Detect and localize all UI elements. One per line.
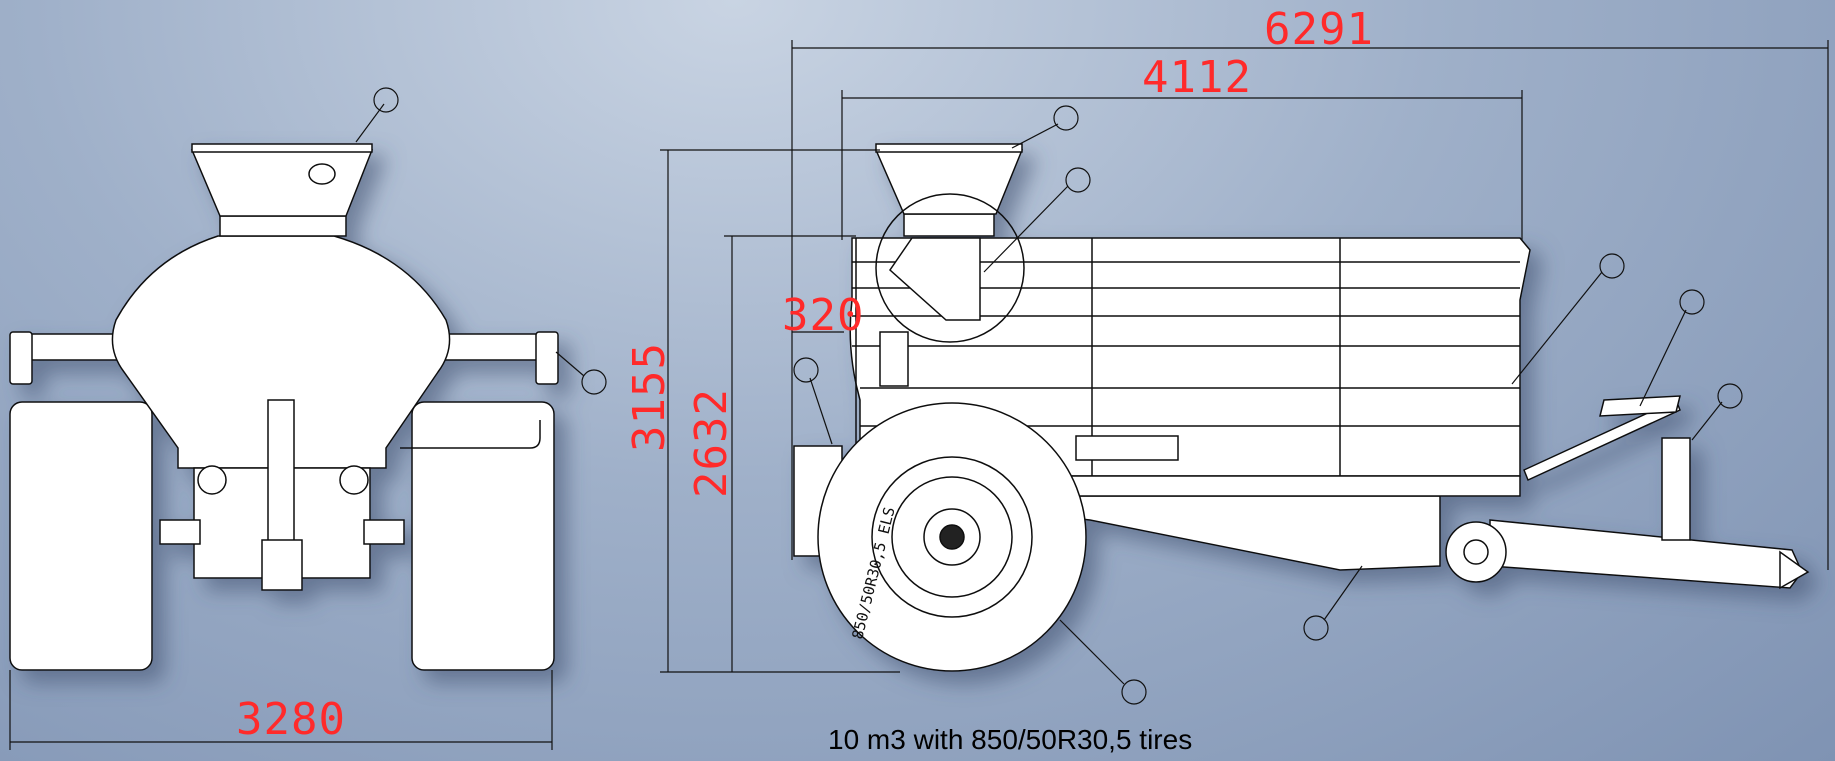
- caption: 10 m3 with 850/50R30,5 tires: [828, 724, 1193, 755]
- front-hitch: [261, 539, 303, 591]
- drawbar: [1489, 519, 1803, 589]
- side-dimensions: [660, 40, 1829, 673]
- support-leg: [1661, 437, 1691, 541]
- left-lamp: [9, 331, 33, 385]
- front-funnel-base: [219, 215, 347, 237]
- front-view-leaders: [355, 87, 607, 395]
- front-drawbar: [267, 399, 295, 551]
- dim-offset: 320: [782, 290, 865, 341]
- right-tire: [411, 401, 555, 671]
- main-tank: [849, 237, 1531, 477]
- side-view: [793, 143, 1810, 672]
- dim-overall-height: 3155: [624, 342, 675, 452]
- width-dimension: [9, 670, 553, 750]
- right-lamp: [535, 331, 559, 385]
- dim-tank-length: 4112: [1142, 52, 1252, 103]
- dim-tank-height: 2632: [686, 388, 737, 498]
- side-funnel: [874, 149, 1024, 215]
- ladder: [1523, 398, 1681, 482]
- dim-overall-length: 6291: [1264, 4, 1374, 55]
- front-funnel-rim: [191, 143, 373, 153]
- side-view-leaders: [793, 105, 1743, 705]
- side-funnel-base: [903, 213, 995, 237]
- front-view: [9, 143, 559, 671]
- front-funnel: [190, 149, 374, 217]
- left-tire: [9, 401, 153, 671]
- dim-track-width: 3280: [236, 694, 346, 745]
- front-tank: [111, 235, 451, 469]
